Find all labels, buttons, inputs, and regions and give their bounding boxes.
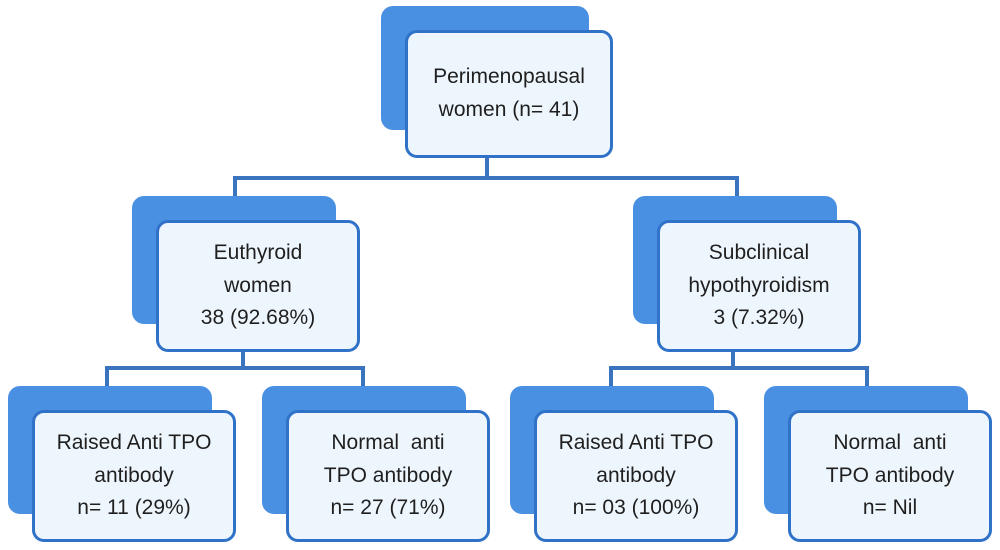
connector-subclinical-to-children (609, 348, 869, 390)
node-label-line1: Raised Anti TPO (558, 431, 714, 455)
node-label-line2: antibody (596, 463, 676, 487)
node-label-line3: n= Nil (862, 496, 918, 520)
node-label-line2: hypothyroidism (688, 273, 830, 297)
node-box: Raised Anti TPO antibody n= 11 (29%) (32, 410, 236, 542)
node-euthyroid-raised-anti-tpo: Raised Anti TPO antibody n= 11 (29%) (8, 386, 236, 542)
node-label-line2: TPO antibody (323, 463, 453, 487)
node-perimenopausal-women: Perimenopausal women (n= 41) (381, 6, 613, 158)
node-label-line1: Raised Anti TPO (56, 431, 212, 455)
connector-root-to-level2 (233, 154, 739, 202)
node-label-line3: 3 (7.32%) (713, 306, 805, 330)
node-subclinical-normal-anti-tpo: Normal anti TPO antibody n= Nil (764, 386, 992, 542)
node-label-line1: Normal anti (331, 431, 445, 455)
node-euthyroid-women: Euthyroid women 38 (92.68%) (132, 196, 360, 352)
node-label-line1: Euthyroid (213, 241, 303, 265)
node-label-line2: women (224, 273, 292, 297)
node-box: Normal anti TPO antibody n= 27 (71%) (286, 410, 490, 542)
node-label-line1: Perimenopausal (433, 65, 585, 89)
node-label-line3: 38 (92.68%) (200, 306, 316, 330)
node-label-line2: women (n= 41) (438, 98, 580, 121)
node-label-line2: TPO antibody (825, 463, 955, 487)
node-box: Normal anti TPO antibody n= Nil (788, 410, 992, 542)
node-box: Subclinical hypothyroidism 3 (7.32%) (657, 220, 861, 352)
node-label-line3: n= 11 (29%) (77, 496, 191, 520)
node-box: Raised Anti TPO antibody n= 03 (100%) (534, 410, 738, 542)
connector-euthyroid-to-children (105, 348, 365, 390)
node-label-line1: Normal anti (833, 431, 947, 455)
node-box: Euthyroid women 38 (92.68%) (156, 220, 360, 352)
node-label-line3: n= 27 (71%) (330, 496, 446, 520)
node-label-line2: antibody (94, 463, 174, 487)
node-label-line1: Subclinical (708, 241, 810, 265)
node-label-line3: n= 03 (100%) (572, 496, 700, 520)
node-subclinical-raised-anti-tpo: Raised Anti TPO antibody n= 03 (100%) (510, 386, 738, 542)
node-subclinical-hypothyroidism: Subclinical hypothyroidism 3 (7.32%) (633, 196, 861, 352)
node-euthyroid-normal-anti-tpo: Normal anti TPO antibody n= 27 (71%) (262, 386, 490, 542)
node-box: Perimenopausal women (n= 41) (405, 30, 613, 158)
